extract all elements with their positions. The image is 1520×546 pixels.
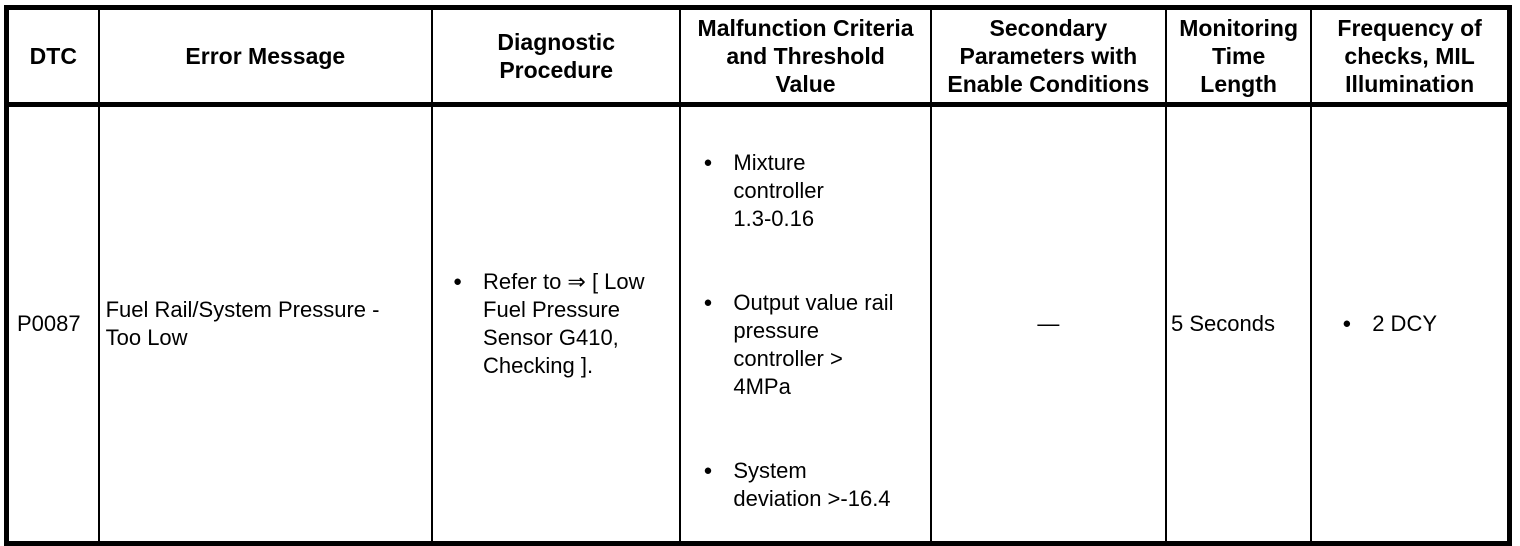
diagnostic-procedure-text: Refer to ⇒ [ Low Fuel Pressure Sensor G4… — [483, 269, 645, 378]
header-diagnostic-procedure: Diagnostic Procedure — [431, 6, 682, 107]
cell-diagnostic-procedure: ● Refer to ⇒ [ Low Fuel Pressure Sensor … — [431, 103, 682, 545]
malfunction-criteria-text: Mixture controller 1.3-0.16 — [733, 150, 824, 231]
list-item: ● System deviation >-16.4 — [682, 457, 928, 513]
list-item: ● Mixture controller 1.3-0.16 — [682, 149, 928, 233]
malfunction-criteria-text: Output value rail pressure controller > … — [733, 290, 894, 399]
malfunction-criteria-text: System deviation >-16.4 — [733, 458, 891, 511]
cell-monitoring-time-length: 5 Seconds — [1165, 103, 1313, 545]
cell-secondary-parameters: — — [929, 103, 1168, 545]
bullet-icon: ● — [453, 273, 463, 290]
header-secondary-parameters: Secondary Parameters with Enable Conditi… — [929, 6, 1168, 107]
bullet-icon: ● — [703, 462, 713, 479]
cell-dtc-code: P0087 — [5, 103, 100, 545]
header-dtc: DTC — [5, 6, 100, 107]
page: DTC Error Message Diagnostic Procedure M… — [4, 5, 1512, 546]
header-monitoring-time-length: Monitoring Time Length — [1165, 6, 1313, 107]
list-item: ● Refer to ⇒ [ Low Fuel Pressure Sensor … — [434, 268, 678, 380]
cell-error-message: Fuel Rail/System Pressure - Too Low — [97, 103, 434, 545]
header-malfunction-criteria: Malfunction Criteria and Threshold Value — [679, 6, 932, 107]
list-item: ● Output value rail pressure controller … — [682, 289, 928, 401]
bullet-icon: ● — [703, 154, 713, 171]
header-row: DTC Error Message Diagnostic Procedure M… — [5, 6, 1511, 107]
dtc-table: DTC Error Message Diagnostic Procedure M… — [4, 5, 1512, 546]
cell-malfunction-criteria: ● Mixture controller 1.3-0.16 ● Output v… — [679, 103, 932, 545]
table-row: P0087 Fuel Rail/System Pressure - Too Lo… — [5, 103, 1511, 545]
header-frequency-of-checks: Frequency of checks, MIL Illumination — [1310, 6, 1511, 107]
cell-frequency-of-checks: ● 2 DCY — [1310, 103, 1511, 545]
frequency-text: 2 DCY — [1372, 311, 1437, 336]
header-error-message: Error Message — [97, 6, 434, 107]
bullet-icon: ● — [703, 294, 713, 311]
list-item: ● 2 DCY — [1313, 310, 1507, 338]
bullet-icon: ● — [1342, 315, 1352, 332]
